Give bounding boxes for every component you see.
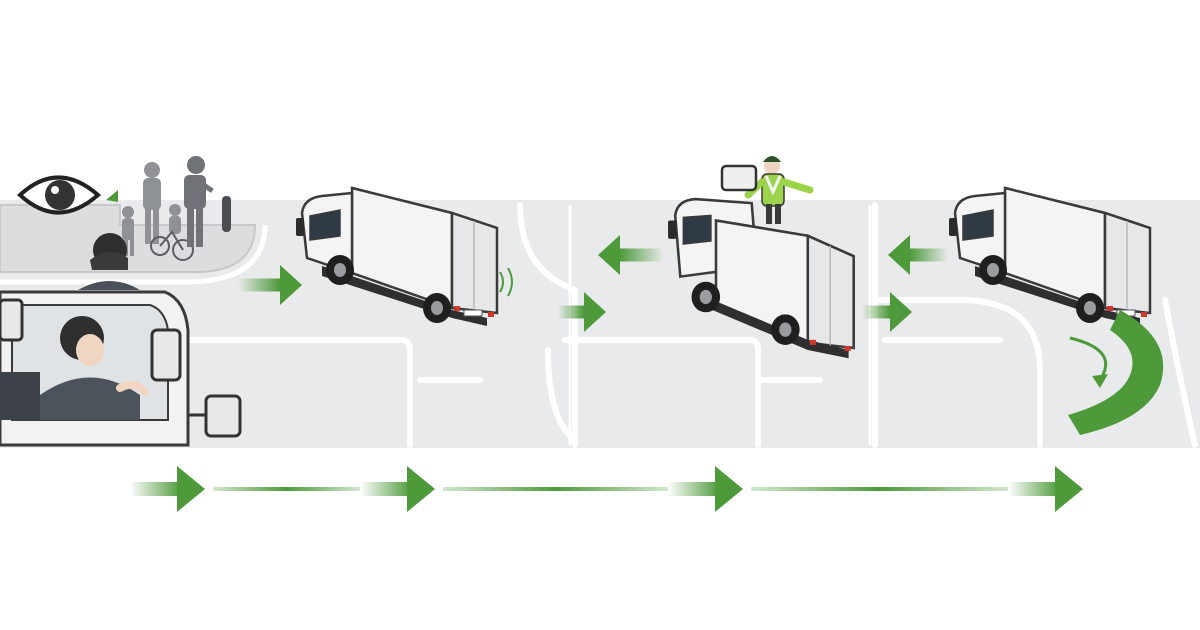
arrow-right-icon (558, 292, 606, 332)
pedestrian-group (122, 156, 214, 261)
arrow-right-icon (862, 292, 912, 332)
motion-lines (499, 267, 513, 297)
timeline-connector (751, 487, 1008, 491)
timeline-connector (213, 487, 360, 491)
cyclist-child (150, 204, 194, 261)
traffic-guide (720, 156, 814, 224)
truck-step-reverse (668, 197, 855, 359)
arrow-left-icon (598, 235, 664, 275)
arrow-right-icon (360, 466, 435, 512)
pedestrian-man (184, 156, 214, 247)
arrow-right-icon (668, 466, 743, 512)
pedestrian-woman (143, 162, 161, 244)
progress-timeline (130, 466, 1083, 512)
arrow-right-icon (130, 466, 205, 512)
driver-person (40, 316, 149, 420)
seat-back (0, 372, 40, 420)
left-mirror (0, 298, 24, 342)
eye-icon (17, 175, 118, 215)
truck-step-start (296, 186, 499, 326)
timeline-connector (443, 487, 668, 491)
truck-mirror (720, 164, 758, 192)
observer-person (78, 233, 140, 290)
truck-step-turn (949, 186, 1152, 326)
arrow-right-icon (238, 265, 302, 305)
curved-arrow-icon (1068, 310, 1164, 435)
arrow-right-icon (1008, 466, 1083, 512)
bollard (222, 196, 231, 232)
inner-mirror (150, 328, 182, 382)
driver-cab (0, 233, 242, 447)
side-mirror (204, 394, 242, 438)
arrow-left-icon (888, 235, 948, 275)
